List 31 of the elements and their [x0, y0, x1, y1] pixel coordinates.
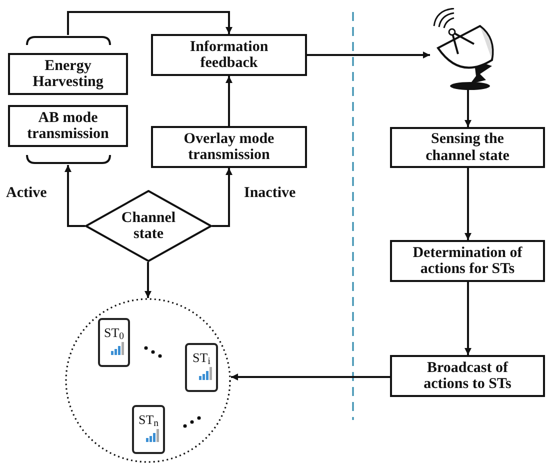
phone — [132, 405, 165, 454]
arrow — [212, 168, 232, 227]
arrow — [226, 76, 232, 126]
node-label: ST$_{n}$ — [138, 413, 159, 426]
arrow — [464, 90, 472, 127]
process-box — [151, 34, 307, 76]
process-box — [390, 240, 545, 282]
process-box — [151, 126, 307, 168]
phone — [98, 318, 130, 367]
process-box — [390, 355, 545, 397]
node-label: Sensing the channel state — [424, 131, 510, 164]
arrow — [64, 165, 85, 227]
arrow — [67, 11, 232, 35]
node-label: Channel state — [120, 210, 177, 242]
node-label: Broadcast of actions to STs — [422, 360, 512, 392]
node-label: ST$_{i}$ — [192, 351, 210, 364]
process-box — [390, 127, 545, 168]
arrow — [144, 262, 152, 298]
node-label: Determination of actions for STs — [412, 244, 524, 278]
process-box — [8, 53, 128, 95]
arrow — [307, 52, 430, 58]
node-label: Information feedback — [188, 38, 270, 72]
node-label: Energy Harvesting — [32, 58, 104, 90]
arrow — [464, 168, 472, 240]
arrow — [464, 282, 472, 355]
process-box — [8, 105, 128, 147]
node-label: Overlay mode transmission — [182, 130, 276, 164]
node-label: ST$_{0}$ — [104, 326, 124, 339]
node-label: AB mode transmission — [26, 110, 110, 142]
arrow — [231, 374, 390, 380]
phone — [185, 343, 218, 392]
